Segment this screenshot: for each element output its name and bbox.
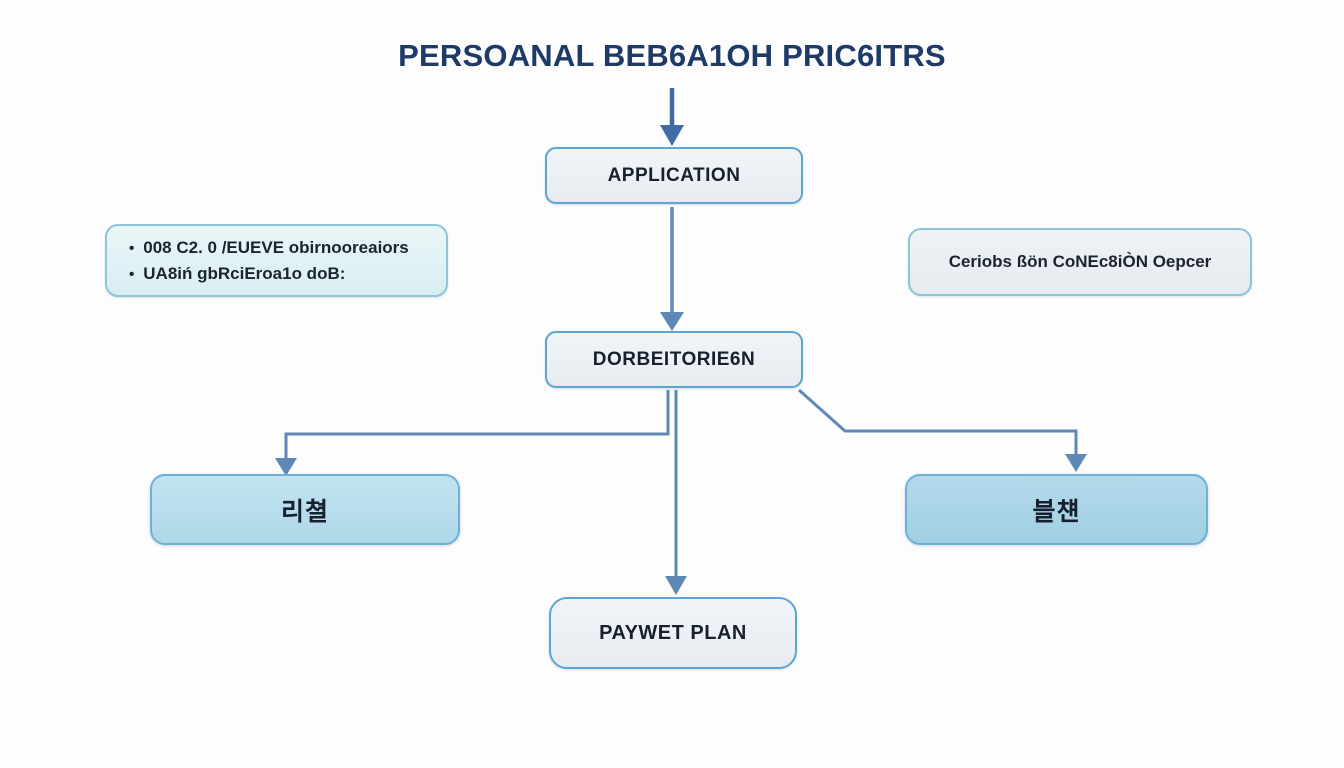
arrowhead-bottom-right xyxy=(1065,454,1087,472)
bullet-icon: • xyxy=(129,239,135,257)
note-left-item-text: UA8iń gbRciEroa1o doB: xyxy=(143,263,346,283)
arrowhead-title-to-application xyxy=(660,125,684,146)
node-payment-plan: PAYWET PLAN xyxy=(549,597,797,669)
note-box-right: Ceriobs ßön CoNEc8iÒN Oepcer xyxy=(908,228,1252,296)
note-left-item: • UA8iń gbRciEroa1o doB: xyxy=(129,261,409,287)
node-payment-plan-label: PAYWET PLAN xyxy=(599,621,747,644)
note-right-text: Ceriobs ßön CoNEc8iÒN Oepcer xyxy=(948,252,1212,271)
page-title: PERSOANAL BEB6A1OH PRIC6ITRS xyxy=(398,38,946,73)
node-bottom-left-label: 리쳘 xyxy=(280,497,329,526)
node-center: DORBEITORIE6N xyxy=(545,331,803,388)
note-box-left: • 008 C2. 0 /EUEVE obirnooreaiors • UA8iń … xyxy=(105,224,448,297)
arrowhead-bottom-left xyxy=(275,458,297,476)
connector-center-to-bottom-left xyxy=(284,390,670,460)
node-application-label: APPLICATION xyxy=(607,164,741,186)
node-bottom-right: 블첀 xyxy=(905,474,1208,545)
note-left-item-text: 008 C2. 0 /EUEVE obirnooreaiors xyxy=(143,237,409,257)
node-center-label: DORBEITORIE6N xyxy=(592,348,756,370)
arrowhead-application-to-center xyxy=(660,312,684,331)
node-application: APPLICATION xyxy=(545,147,803,204)
note-left-list: • 008 C2. 0 /EUEVE obirnooreaiors • UA8iń … xyxy=(107,235,409,287)
node-bottom-right-label: 블첀 xyxy=(1032,497,1081,526)
arrowhead-payment xyxy=(665,576,687,595)
bullet-icon: • xyxy=(129,265,135,283)
connector-center-to-bottom-right xyxy=(798,388,1078,456)
node-bottom-left: 리쳘 xyxy=(150,474,460,545)
note-left-item: • 008 C2. 0 /EUEVE obirnooreaiors xyxy=(129,235,409,261)
